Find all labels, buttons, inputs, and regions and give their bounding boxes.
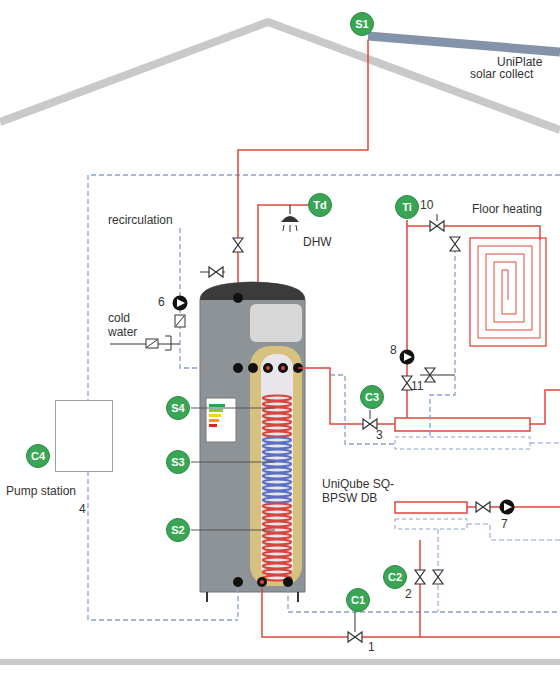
pipe-label: cold water (108, 312, 148, 340)
tank-ports (233, 293, 303, 587)
sensor-badge: Td (308, 193, 332, 217)
sensor-id: S3 (171, 456, 184, 469)
pump-symbol (500, 500, 515, 515)
solar-collector (368, 36, 560, 52)
valve-symbol (233, 238, 243, 252)
valve-symbol (209, 267, 223, 277)
sensor-badge: C2 (383, 565, 407, 589)
callout-number: 10 (420, 199, 433, 213)
pump-symbol (400, 350, 415, 365)
sensor-id: C1 (351, 594, 365, 607)
valve-symbol (476, 502, 490, 512)
sensor-id: Td (313, 199, 326, 212)
callout-number: 8 (390, 344, 397, 358)
storage-tank (200, 282, 305, 602)
outlet-label: DHW (303, 236, 332, 250)
node-label: 4 (79, 503, 86, 517)
pump-symbol (173, 296, 188, 311)
heat-exchanger-coil (263, 396, 291, 581)
sensor-badge: Ti (395, 195, 419, 219)
sensor-id: S4 (171, 402, 184, 415)
mixing-valve (363, 419, 377, 429)
callout-number: 7 (501, 518, 508, 532)
node-label: Pump station (6, 485, 76, 499)
sensor-badge: S1 (350, 12, 374, 36)
valve-symbol (348, 632, 362, 642)
part-name: solar collect (470, 68, 533, 82)
manifold (395, 418, 530, 431)
callout-number: 2 (405, 588, 412, 602)
house-floor (0, 659, 560, 665)
sensor-id: C2 (388, 571, 402, 584)
sensor-id: S1 (355, 18, 368, 31)
sensor-id: C3 (365, 391, 379, 404)
pump-station-box: Pump station4C4 (55, 400, 113, 472)
sensor-badge: C4 (26, 444, 50, 468)
shower-symbol (281, 205, 299, 232)
manifold (395, 502, 467, 513)
check-valve (146, 339, 158, 348)
callout-number: 1 (368, 641, 375, 655)
part-name: UniQube SQ-BPSW DB (322, 478, 402, 506)
control-wiring (88, 175, 560, 620)
dhw-pipe (258, 205, 308, 292)
valve-symbol (450, 237, 460, 251)
valve-symbol (402, 376, 412, 390)
solar-pipe (238, 40, 368, 292)
valve-symbol (425, 368, 435, 382)
callout-number: 11 (411, 380, 423, 394)
sensor-badge: S4 (166, 396, 190, 420)
floor-heating-loop (470, 238, 546, 346)
sensor-id: Ti (402, 201, 412, 214)
pipe-label: recirculation (108, 214, 173, 228)
sensor-badge: C3 (360, 385, 384, 409)
house-roof (0, 22, 560, 130)
callout-number: 3 (376, 429, 383, 443)
circuit-label: Floor heating (472, 203, 542, 217)
sensor-id: C4 (31, 450, 45, 463)
valve-symbol (430, 221, 444, 231)
sensor-badge: S2 (166, 518, 190, 542)
return-pipe (262, 588, 560, 637)
valve-symbol (415, 570, 425, 584)
manifold (395, 437, 530, 449)
manifold (395, 519, 467, 529)
valve-symbol (433, 570, 443, 584)
callout-number: 6 (158, 296, 165, 310)
heating-flow-pipe (298, 368, 395, 424)
energy-label (206, 398, 236, 442)
sensor-leads (191, 408, 275, 530)
sensor-badge: S3 (166, 450, 190, 474)
check-valve (175, 315, 185, 327)
sensor-id: S2 (171, 524, 184, 537)
sensor-badge: C1 (346, 588, 370, 612)
